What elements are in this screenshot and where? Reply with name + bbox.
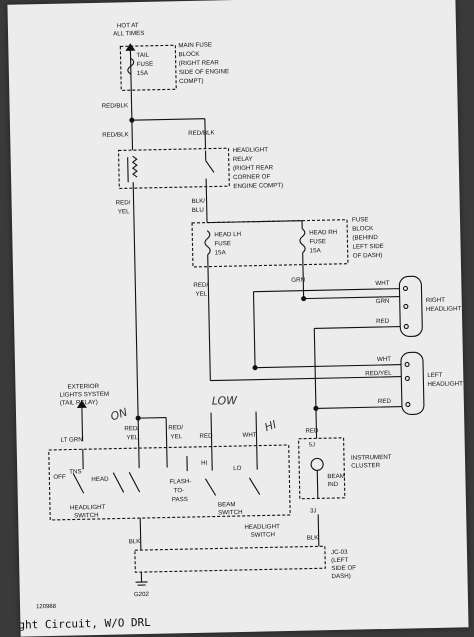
sw-head: HEAD	[91, 476, 109, 483]
tail-fuse-1: TAIL	[136, 52, 149, 59]
sw-off: OFF	[53, 474, 66, 481]
pin-5j: 5J	[309, 442, 315, 448]
hs2-1: HEADLIGHT	[244, 523, 280, 531]
g202: G202	[134, 591, 150, 598]
sw-tns: TNS	[69, 468, 82, 475]
red-blk-2: RED/BLK	[102, 131, 129, 139]
lh-fuse-1: HEAD LH	[214, 231, 241, 239]
fb-5: OF DASH)	[353, 252, 383, 260]
lh-fuse-3: 15A	[215, 249, 227, 256]
fb-2: BLOCK	[352, 225, 374, 232]
jc-3: SIDE OF	[331, 565, 356, 573]
lh-2: HEADLIGHT	[427, 380, 463, 388]
wiring-diagram: HOT AT ALL TIMES TAIL FUSE 15A MAIN FUSE…	[7, 0, 468, 637]
ext-3: (TAIL RELAY)	[60, 399, 98, 407]
handwriting-on: ON	[109, 406, 129, 424]
main-fuse-1: MAIN FUSE	[178, 41, 212, 49]
relay-5: ENGINE COMPT)	[233, 182, 283, 190]
rh-2: HEADLIGHT	[426, 305, 462, 313]
handwriting-low: LOW	[212, 394, 239, 408]
sw-hi: HI	[201, 460, 208, 467]
rw-grn: GRN	[376, 298, 390, 305]
beam-1: BEAM	[327, 473, 345, 480]
main-fuse-2: BLOCK	[178, 51, 200, 58]
main-fuse-4: SIDE OF ENGINE	[179, 68, 229, 76]
red-yel-3a: RED/	[124, 425, 139, 432]
relay-3: (RIGHT REAR	[233, 164, 274, 172]
jc-1: JC-03	[331, 549, 348, 556]
jc-4: DASH)	[331, 573, 350, 580]
red-yel-1b: YEL	[118, 208, 130, 215]
wht-bot: WHT	[242, 432, 256, 439]
red-ic: RED	[305, 427, 319, 434]
fb-4: LEFT SIDE	[353, 243, 384, 251]
red-yel-3b: YEL	[126, 434, 138, 441]
relay-2: RELAY	[233, 156, 253, 163]
tail-fuse-2: FUSE	[137, 61, 154, 68]
sw-lo: LO	[233, 465, 242, 472]
red-blk-3: RED/BLK	[188, 129, 215, 137]
red-yel-4b: YEL	[170, 433, 182, 440]
blk-blu-a: BLK/	[192, 198, 206, 205]
grn-vert: GRN	[291, 277, 305, 284]
red-yel-2a: RED/	[193, 282, 208, 289]
blk-1: BLK	[129, 538, 142, 545]
blk-2: BLK	[307, 534, 320, 541]
ic-1: INSTRUMENT	[351, 454, 392, 462]
relay-1: HEADLIGHT	[232, 146, 268, 154]
tail-fuse-3: 15A	[137, 70, 149, 77]
sw-to: TO-	[174, 487, 185, 494]
lw-wht: WHT	[377, 356, 391, 363]
red-yel-1a: RED/	[116, 199, 131, 206]
bs-1: BEAM	[218, 501, 236, 508]
ext-1: EXTERIOR	[67, 383, 99, 391]
beam-2: IND	[327, 481, 338, 488]
schematic-sheet: HOT AT ALL TIMES TAIL FUSE 15A MAIN FUSE…	[7, 0, 468, 637]
bs-2: SWITCH	[218, 509, 243, 517]
lt-grn: LT GRN	[60, 436, 82, 443]
fb-3: (BEHIND	[352, 234, 378, 242]
hs2-2: SWITCH	[251, 531, 276, 539]
sw-pass: PASS	[172, 496, 188, 503]
rh-fuse-2: FUSE	[309, 238, 326, 245]
ext-2: LIGHTS SYSTEM	[60, 391, 110, 399]
lh-fuse-2: FUSE	[214, 240, 231, 247]
rh-fuse-1: HEAD RH	[309, 229, 337, 237]
rh-fuse-3: 15A	[310, 247, 322, 254]
lw-redyel: RED/YEL	[365, 370, 392, 378]
caption: ght Circuit, W/O DRL	[18, 616, 151, 632]
lw-red: RED	[378, 398, 392, 405]
red-bot: RED	[199, 433, 213, 440]
red-yel-4a: RED/	[168, 424, 183, 431]
hs-1: HEADLIGHT	[70, 504, 106, 512]
figure-number: 120988	[36, 604, 57, 610]
relay-4: CORNER OF	[233, 173, 270, 181]
ic-2: CLUSTER	[351, 462, 381, 470]
jc-2: (LEFT	[331, 557, 349, 564]
lh-1: LEFT	[427, 372, 442, 379]
handwriting-high: HI	[263, 418, 278, 434]
fb-1: FUSE	[352, 216, 369, 223]
rw-wht: WHT	[375, 280, 389, 287]
hot-label-1: HOT AT	[117, 22, 139, 29]
red-blk-1: RED/BLK	[102, 102, 129, 110]
main-fuse-5: COMPT)	[179, 78, 204, 86]
pin-3j: 3J	[310, 508, 316, 514]
blk-blu-b: BLU	[192, 207, 204, 214]
rw-red: RED	[376, 318, 390, 325]
sw-flash: FLASH-	[169, 478, 191, 485]
hs-2: SWITCH	[74, 512, 99, 520]
rh-1: RIGHT	[426, 297, 446, 304]
hot-label-2: ALL TIMES	[113, 30, 144, 38]
red-yel-2b: YEL	[195, 291, 207, 298]
main-fuse-3: (RIGHT REAR	[179, 59, 220, 67]
